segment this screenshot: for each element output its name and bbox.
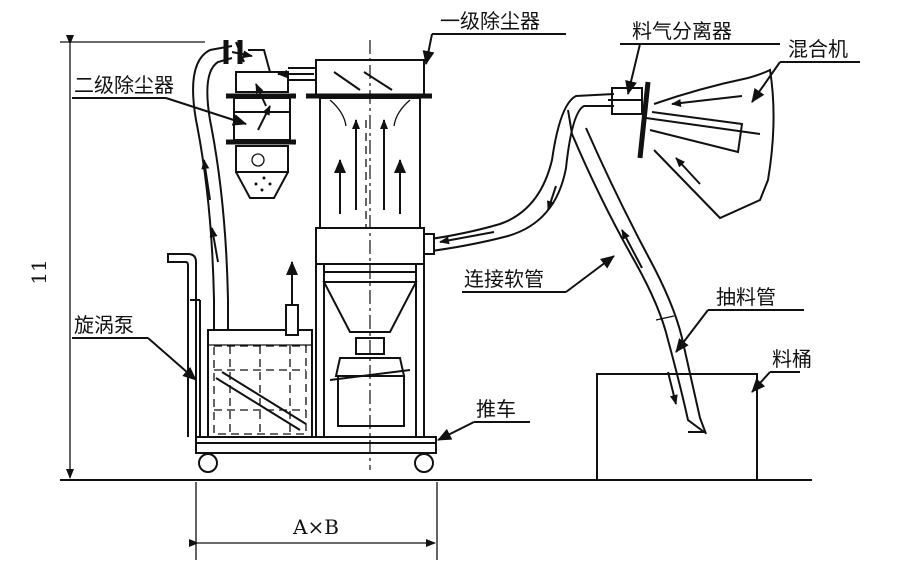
vortex-pump — [207, 261, 313, 438]
suction-pipe — [571, 127, 707, 435]
cart — [167, 253, 437, 473]
label-mixer: 混合机 — [788, 37, 848, 61]
height-dimension: 11 — [27, 35, 205, 479]
label-secondary-collector: 二级除尘器 — [74, 73, 174, 97]
width-dimension-label: A×B — [292, 515, 339, 539]
label-primary-collector: 一级除尘器 — [440, 9, 540, 33]
transfer-pipe — [277, 67, 316, 81]
height-dimension-label: 11 — [27, 259, 51, 284]
return-pipe — [192, 40, 253, 330]
primary-collector — [306, 40, 432, 470]
label-hose: 连接软管 — [464, 267, 544, 291]
label-cart: 推车 — [476, 397, 516, 421]
label-suction-pipe: 抽料管 — [716, 285, 776, 309]
connecting-hose — [423, 93, 615, 255]
leader-lines — [72, 33, 860, 441]
width-dimension: A×B — [189, 482, 438, 560]
label-vortex-pump: 旋涡泵 — [74, 313, 134, 337]
label-separator: 料气分离器 — [632, 19, 732, 43]
label-bucket: 料桶 — [772, 347, 812, 371]
mixer — [645, 68, 775, 220]
material-bucket — [596, 373, 758, 481]
